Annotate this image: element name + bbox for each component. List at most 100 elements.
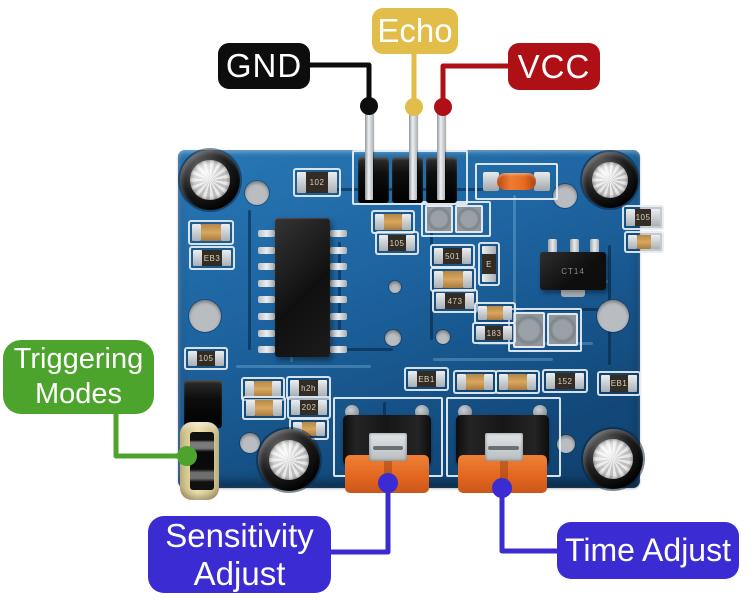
ic-leg (330, 329, 347, 337)
smd-resistor-code: 183 (485, 326, 503, 340)
solder-pad (425, 205, 453, 233)
smd-resistor-code: EB3 (202, 250, 222, 266)
sensitivity-adjust-line1: Sensitivity (165, 516, 314, 554)
ic-leg (258, 246, 275, 254)
smd-resistor-code: 501 (443, 248, 462, 264)
regulator-pin (548, 239, 557, 254)
smd-resistor: EB1 (404, 367, 449, 391)
smd-resistor: E (478, 242, 500, 286)
regulator-pin (570, 239, 579, 254)
smd-resistor: 105 (375, 231, 419, 255)
regulator-tab (561, 288, 585, 297)
smd-resistor (474, 302, 516, 324)
ic-leg (330, 279, 347, 287)
electrolytic-capacitor (258, 429, 320, 491)
pcb-trace (236, 365, 371, 368)
solder-pad (513, 312, 545, 348)
time-adjust-label-text: Time Adjust (565, 532, 731, 568)
vcc-label: VCC (508, 43, 600, 90)
gnd-label: GND (218, 43, 310, 89)
ic-leg (258, 296, 275, 304)
mounting-hole (245, 181, 269, 205)
smd-resistor-code: h2h (299, 380, 318, 396)
header-pin (437, 110, 445, 200)
pcb-trace (338, 242, 341, 337)
header-pin (365, 110, 373, 200)
sensitivity-adjust-wire (327, 485, 391, 555)
jumper-pin-header (184, 380, 222, 428)
ic-leg (258, 230, 275, 237)
triggering-modes-wire (113, 410, 184, 459)
smd-resistor: 152 (542, 369, 588, 393)
smd-resistor (188, 220, 234, 245)
diode (497, 173, 536, 190)
ic-leg (258, 279, 275, 287)
mounting-hole (240, 433, 260, 453)
time-adjust-label: Time Adjust (557, 522, 739, 579)
diode-pad (483, 172, 499, 191)
solder-pad (455, 205, 483, 233)
capacitor-top (593, 439, 633, 479)
pcb-trace (248, 210, 251, 350)
smd-resistor-code (466, 374, 484, 390)
smd-resistor-code: 105 (388, 235, 406, 251)
echo-label-text: Echo (377, 12, 453, 49)
regulator-pin (590, 239, 599, 254)
smd-resistor-code (384, 214, 402, 230)
capacitor-top (268, 439, 310, 481)
smd-resistor: EB3 (189, 246, 235, 270)
smd-resistor-code: EB1 (417, 371, 436, 387)
smd-resistor-code (302, 422, 316, 436)
smd-resistor (624, 231, 664, 253)
smd-resistor (371, 210, 415, 234)
electrolytic-capacitor (180, 150, 240, 210)
capacitor-top (591, 161, 629, 199)
capacitor-top (190, 160, 230, 200)
ic-leg (330, 263, 347, 271)
smd-resistor-code (443, 271, 463, 288)
ic-chip (275, 218, 330, 357)
pin-header-block (392, 157, 423, 203)
mounting-hole (557, 435, 575, 453)
mounting-hole (597, 300, 629, 332)
smd-resistor: EB1 (597, 371, 641, 396)
ic-leg (258, 346, 275, 354)
ic-leg (258, 329, 275, 337)
smd-resistor-code (255, 400, 273, 416)
ic-leg (330, 246, 347, 254)
smd-resistor: 105 (622, 205, 664, 230)
smd-resistor-code (487, 306, 503, 320)
smd-resistor-code: 202 (300, 400, 318, 415)
smd-resistor (453, 370, 497, 394)
mounting-hole (389, 281, 401, 293)
smd-resistor: 102 (293, 168, 341, 197)
gnd-label-text: GND (225, 47, 303, 84)
smd-resistor-code (254, 381, 272, 397)
pcb-trace (433, 358, 553, 361)
electrolytic-capacitor (582, 152, 638, 208)
smd-resistor-code (201, 224, 221, 241)
smd-resistor-code (508, 374, 527, 390)
smd-resistor-code: 473 (445, 293, 465, 309)
ic-leg (330, 313, 347, 320)
vcc-label-text: VCC (517, 47, 591, 85)
voltage-regulator: CT14 (540, 252, 606, 290)
smd-resistor-code: 102 (306, 172, 328, 193)
triggering-modes-label: Triggering Modes (3, 340, 154, 414)
diode-pad (534, 172, 550, 191)
echo-label: Echo (372, 8, 458, 54)
ic-leg (258, 313, 275, 320)
sensitivity-adjust-label: Sensitivity Adjust (148, 516, 331, 593)
smd-resistor: 202 (287, 396, 331, 419)
smd-resistor-code: EB1 (610, 375, 628, 392)
pin-header-block (358, 157, 389, 203)
pcb-trace (513, 195, 516, 310)
smd-resistor (430, 267, 476, 292)
solder-pad (547, 313, 578, 346)
ic-leg (330, 296, 347, 304)
ic-leg (330, 346, 347, 354)
time-adjust-wire (499, 490, 560, 554)
electrolytic-capacitor (583, 429, 643, 489)
